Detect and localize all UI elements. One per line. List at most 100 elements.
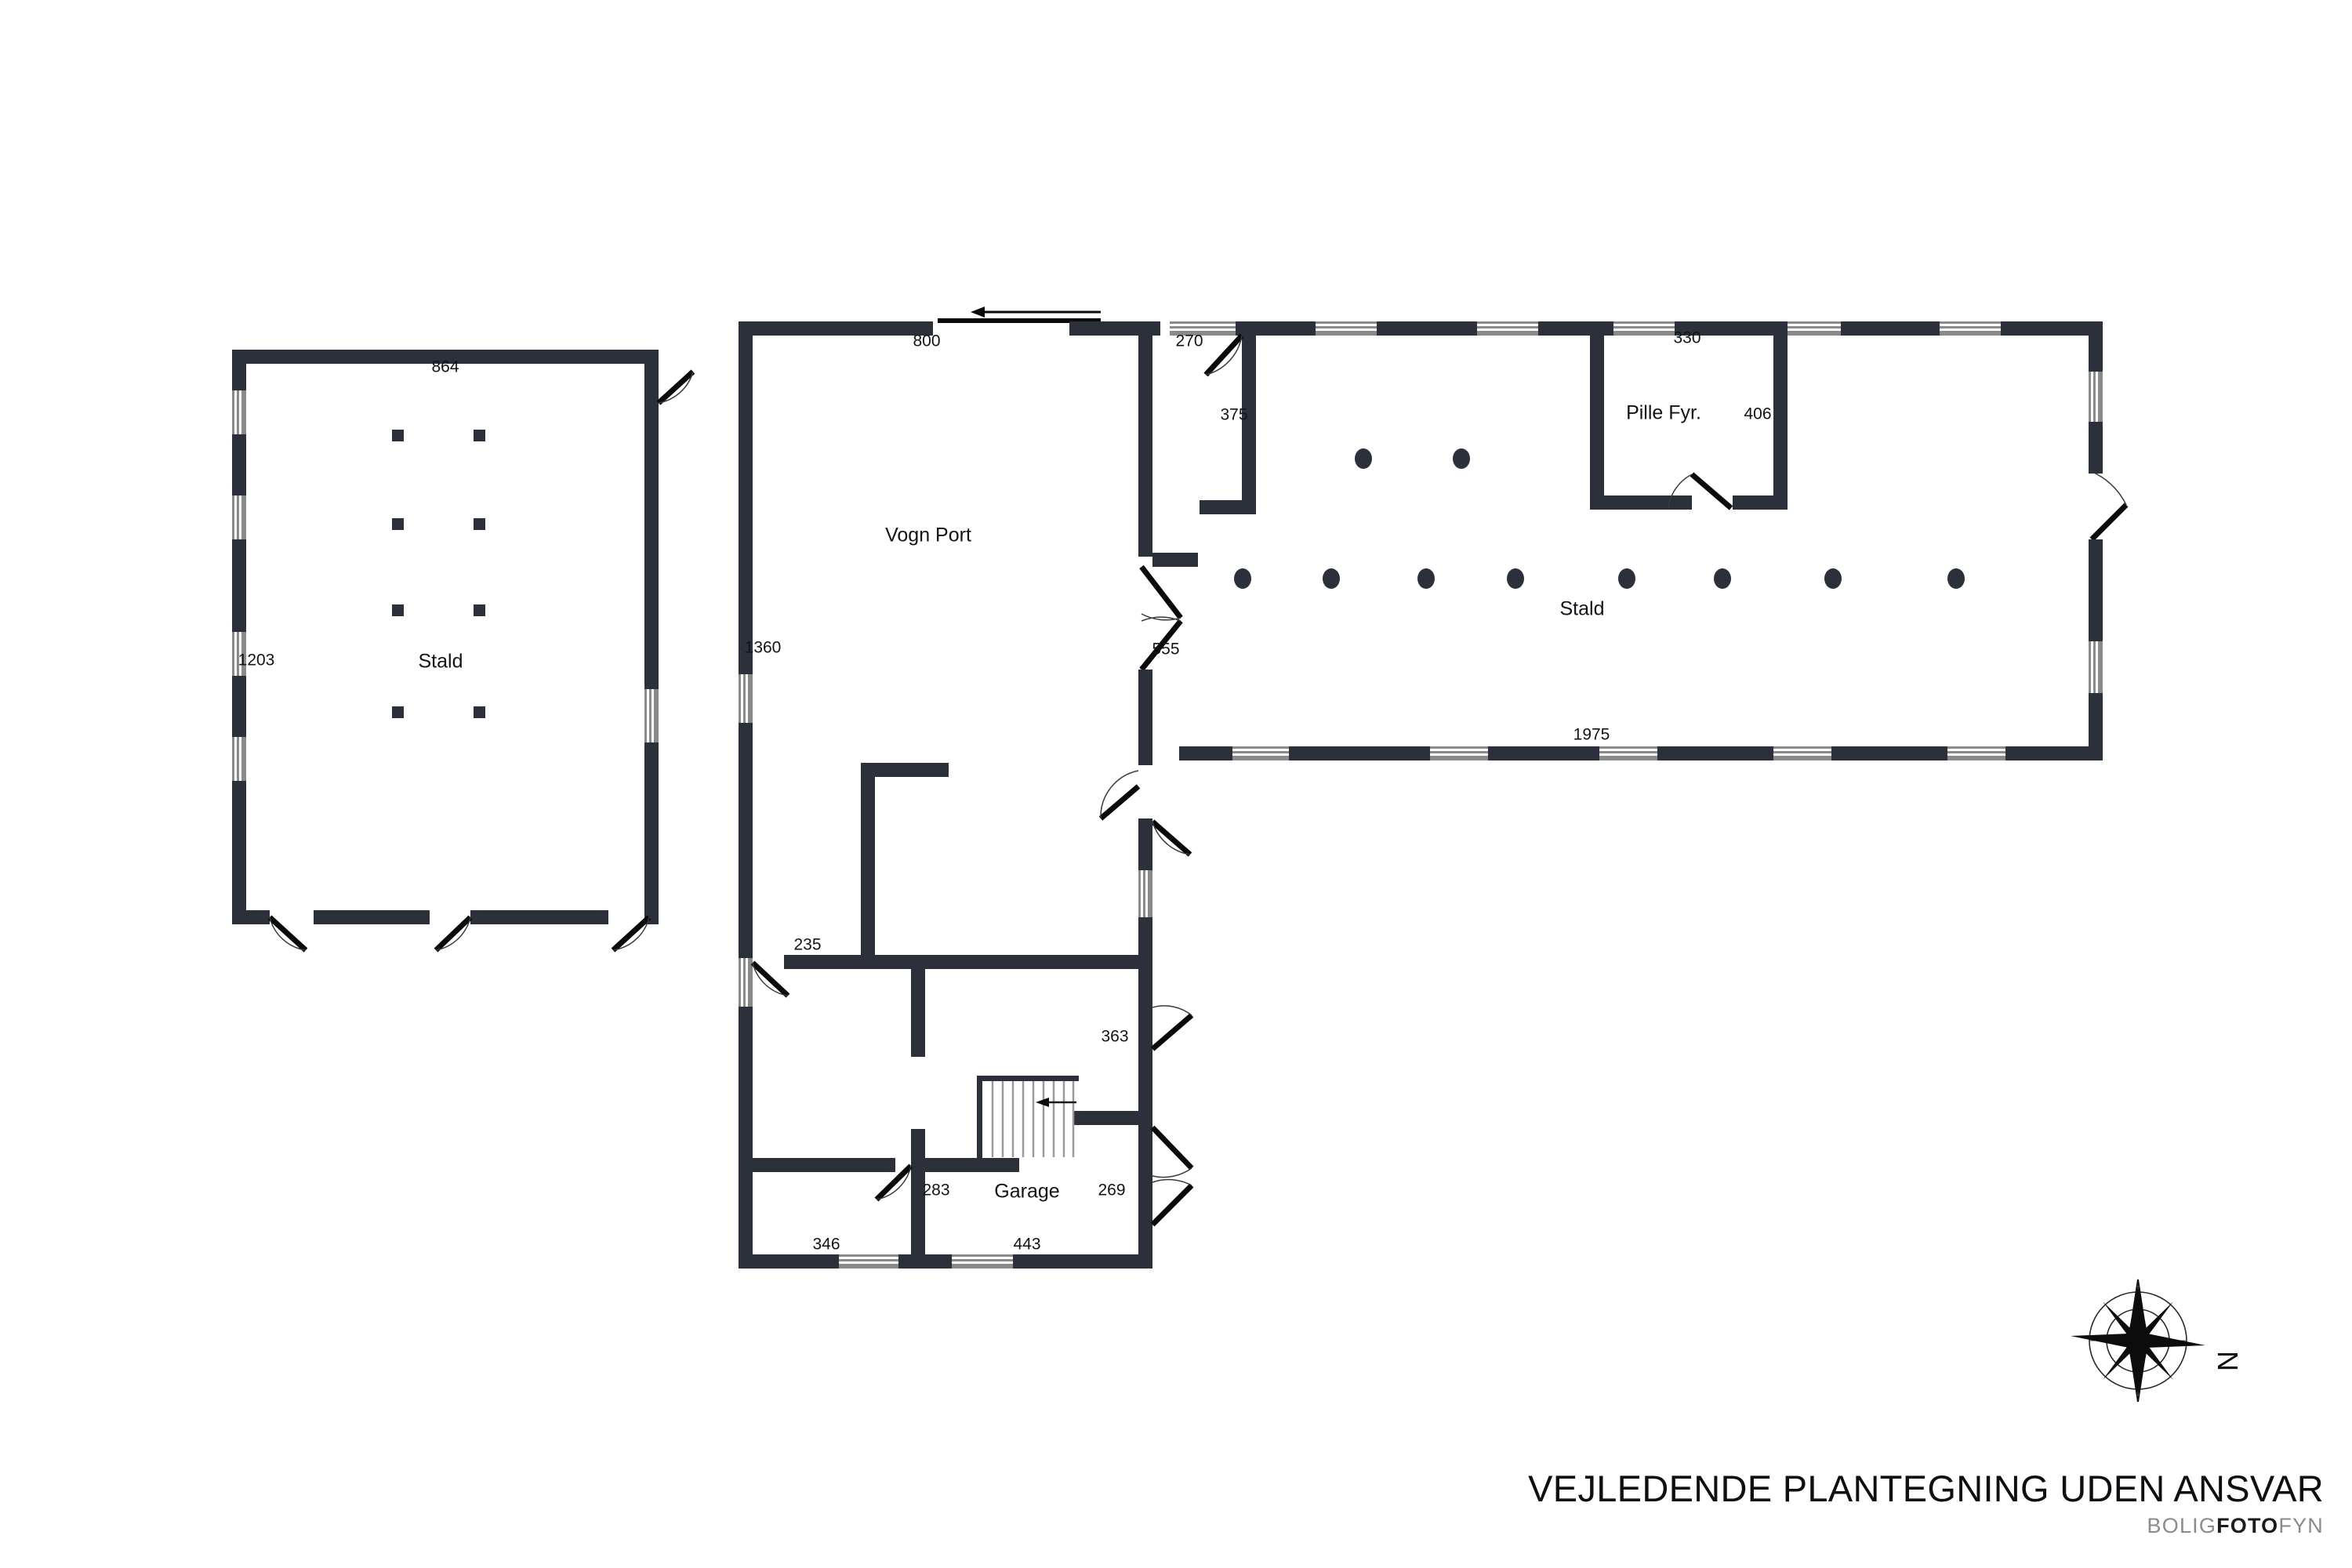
brand-logo: BOLIGFOTOFYN <box>1528 1514 2324 1538</box>
west-pillar <box>474 430 485 441</box>
dim-pille-330: 330 <box>1673 329 1700 347</box>
west-wall-left-e <box>232 781 246 924</box>
east-window-right-1 <box>2089 372 2103 422</box>
center-wall-right-lower-a <box>1138 833 1152 1047</box>
pille-wall-bottom-b <box>1733 495 1788 510</box>
east-wall-bottom-e <box>1831 746 1947 760</box>
west-wall-top <box>232 350 659 364</box>
west-door-bottom-3 <box>611 915 652 953</box>
room-label-east-stald: Stald <box>1560 598 1605 620</box>
center-wall-right-upper <box>1138 321 1152 492</box>
west-door-bottom-1 <box>267 915 308 953</box>
door-235 <box>750 960 790 998</box>
brand-prefix: BOLIG <box>2147 1514 2217 1537</box>
dim-east-375: 375 <box>1220 406 1247 424</box>
west-pillar <box>474 518 485 530</box>
dim-west-left: 1203 <box>238 652 275 670</box>
east-window-top-2 <box>1477 321 1538 336</box>
center-window-left-2 <box>739 958 753 1007</box>
west-window-left-3 <box>232 632 246 676</box>
dim-center-235: 235 <box>793 936 821 954</box>
dim-garage-269: 269 <box>1098 1181 1125 1200</box>
west-wall-left-b <box>232 434 246 495</box>
east-wall-bottom-c <box>1488 746 1599 760</box>
west-wall-bottom-a <box>232 910 270 924</box>
west-wall-right-b <box>644 409 659 689</box>
center-door-right-stair <box>1150 1005 1194 1051</box>
west-wall-bottom-b <box>314 910 430 924</box>
east-wall-bottom-f <box>2005 746 2103 760</box>
room-label-garage: Garage <box>994 1181 1059 1203</box>
east-window-top-1 <box>1316 321 1377 336</box>
east-wall-top-f <box>2001 321 2103 336</box>
west-wall-right-a <box>644 350 659 409</box>
garage-door-right-a <box>1150 1125 1194 1178</box>
dim-center-left: 1360 <box>745 639 782 657</box>
interior-wall-garage-left <box>911 1141 925 1269</box>
dim-bottom-346: 346 <box>812 1236 840 1254</box>
compass-rose: N <box>2071 1279 2244 1403</box>
interior-wall-vertical-b <box>911 969 925 1057</box>
east-window-bottom-2 <box>1430 746 1488 760</box>
east-pillar <box>1947 568 1965 589</box>
room-label-pille-fyr: Pille Fyr. <box>1626 402 1701 424</box>
west-wall-right-c <box>644 742 659 924</box>
stair-direction-arrow-icon <box>1036 1098 1049 1107</box>
west-window-right <box>644 689 659 742</box>
dim-garage-283: 283 <box>922 1181 949 1200</box>
east-wall-top-a <box>1256 321 1316 336</box>
pille-door <box>1668 472 1733 510</box>
east-window-bottom-4 <box>1773 746 1831 760</box>
east-wall-bottom-b <box>1289 746 1430 760</box>
dim-east-1975: 1975 <box>1573 726 1610 744</box>
east-door-right <box>2088 470 2129 542</box>
east-door-vestibule <box>1203 333 1244 377</box>
west-barn-group: 864 1203 Stald <box>232 350 695 953</box>
interior-wall-garage-left-top <box>911 1129 925 1145</box>
dim-pille-406: 406 <box>1744 405 1771 423</box>
page-title: VEJLEDENDE PLANTEGNING UDEN ANSVAR <box>1528 1468 2324 1509</box>
east-wall-bottom-d <box>1657 746 1773 760</box>
west-pillar <box>474 604 485 616</box>
east-window-bottom-1 <box>1232 746 1289 760</box>
center-wall-left-a <box>739 321 753 674</box>
east-wall-top-e <box>1841 321 1940 336</box>
east-pillar <box>1453 448 1470 469</box>
east-pillar <box>1323 568 1340 589</box>
center-window-bottom-1 <box>839 1254 898 1269</box>
pille-wall-right <box>1773 321 1788 495</box>
center-window-bottom-2 <box>952 1254 1013 1269</box>
east-wall-right-a <box>2089 321 2103 372</box>
center-wall-right-joint <box>1138 818 1152 833</box>
east-wall-top-d <box>1675 321 1780 336</box>
center-wall-bottom-b <box>898 1254 952 1269</box>
pille-wall-left <box>1590 321 1604 495</box>
west-wall-left-d <box>232 676 246 737</box>
west-pillar <box>392 706 404 718</box>
center-window-left-1 <box>739 674 753 723</box>
west-window-left-2 <box>232 495 246 539</box>
east-pillar <box>1234 568 1251 589</box>
dim-center-top: 800 <box>913 332 940 350</box>
center-double-door-upper <box>1139 564 1183 621</box>
pille-wall-bottom-a <box>1590 495 1692 510</box>
west-door-right-upper <box>656 369 695 405</box>
center-wing-group: 800 1360 555 235 363 283 269 346 443 Vog… <box>739 307 1198 1269</box>
dim-center-555: 555 <box>1152 641 1179 659</box>
east-pillar <box>1355 448 1372 469</box>
center-wall-left-c <box>739 1007 753 1269</box>
interior-wall-garage-top <box>925 1158 1019 1172</box>
east-vestibule-wall-bottom <box>1200 500 1256 514</box>
west-pillar <box>392 518 404 530</box>
center-wall-right-lower-b <box>1138 1047 1152 1111</box>
east-vestibule-wall-right <box>1242 321 1256 500</box>
garage-stair <box>977 1076 1079 1158</box>
east-window-270 <box>1170 321 1236 336</box>
dim-bottom-443: 443 <box>1013 1236 1040 1254</box>
east-window-bottom-3 <box>1599 746 1657 760</box>
center-door-junction-b <box>1150 819 1192 857</box>
east-pillar <box>1714 568 1731 589</box>
west-door-bottom-2 <box>434 915 473 953</box>
east-window-right-2 <box>2089 641 2103 693</box>
center-door-junction-a <box>1098 770 1141 821</box>
